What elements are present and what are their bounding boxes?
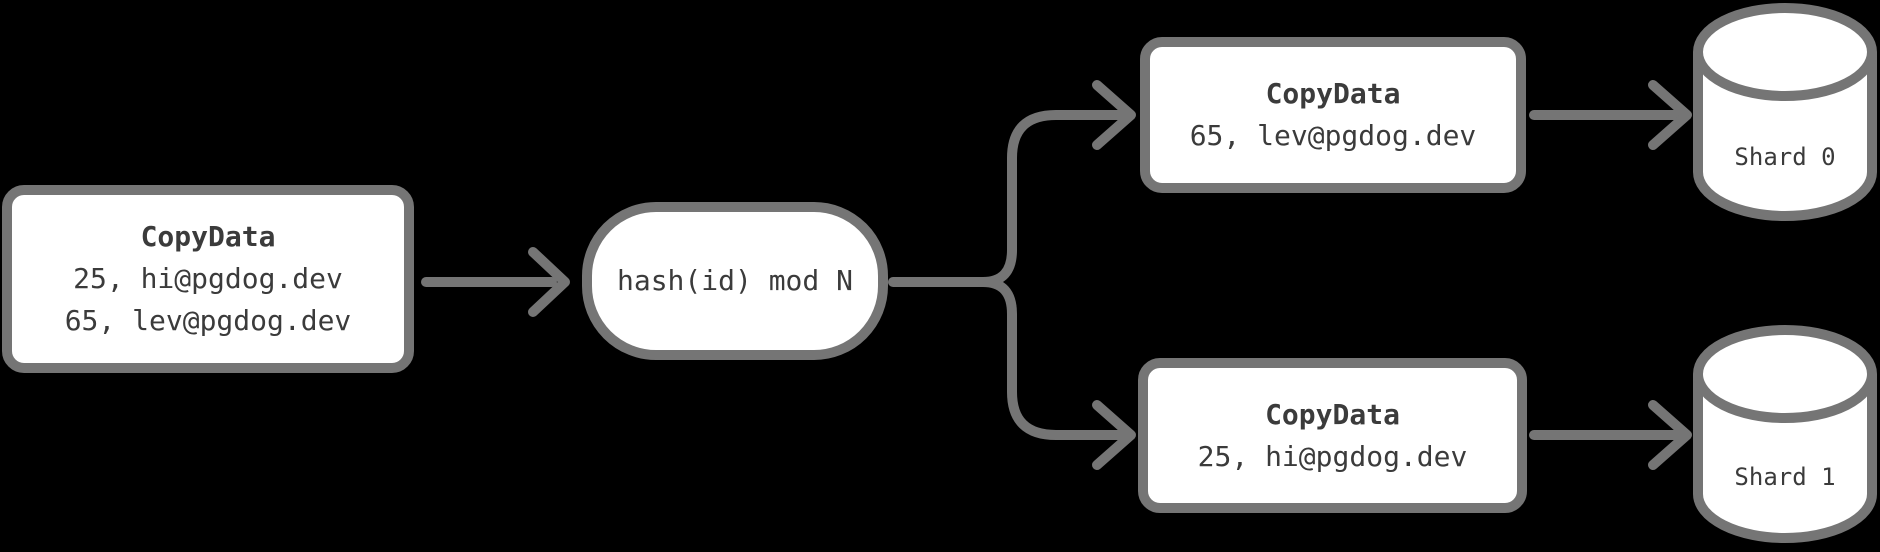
node-title: CopyData	[140, 220, 276, 253]
arrow-router-split	[888, 80, 1136, 470]
database-cylinder-shard0	[1693, 3, 1877, 221]
arrowhead-up	[1092, 80, 1136, 150]
arrow-source-to-router	[421, 247, 570, 317]
shard0-label: Shard 0	[1734, 143, 1836, 171]
branch-up	[978, 110, 1125, 287]
node-row: 65, lev@pgdog.dev	[1189, 119, 1477, 152]
node-shard1-copydata: CopyData 25, hi@pgdog.dev	[1138, 358, 1527, 513]
arrow-to-shard0	[1529, 80, 1692, 150]
node-shard0-copydata: CopyData 65, lev@pgdog.dev	[1140, 37, 1526, 193]
node-title: CopyData	[1265, 397, 1400, 431]
node-title: CopyData	[1265, 77, 1401, 110]
arrow-to-shard1	[1529, 400, 1692, 470]
branch-down	[978, 277, 1125, 440]
node-row: 25, hi@pgdog.dev	[1197, 439, 1468, 473]
arrowhead-down	[1092, 400, 1136, 470]
database-cylinder-shard1	[1693, 325, 1877, 543]
node-row: 25, hi@pgdog.dev	[73, 262, 343, 295]
node-row: 65, lev@pgdog.dev	[64, 304, 352, 337]
node-hash-router: hash(id) mod N	[582, 202, 888, 360]
shard1-label: Shard 1	[1734, 463, 1836, 491]
router-label: hash(id) mod N	[616, 264, 853, 297]
node-source-copydata: CopyData 25, hi@pgdog.dev 65, lev@pgdog.…	[2, 185, 414, 373]
